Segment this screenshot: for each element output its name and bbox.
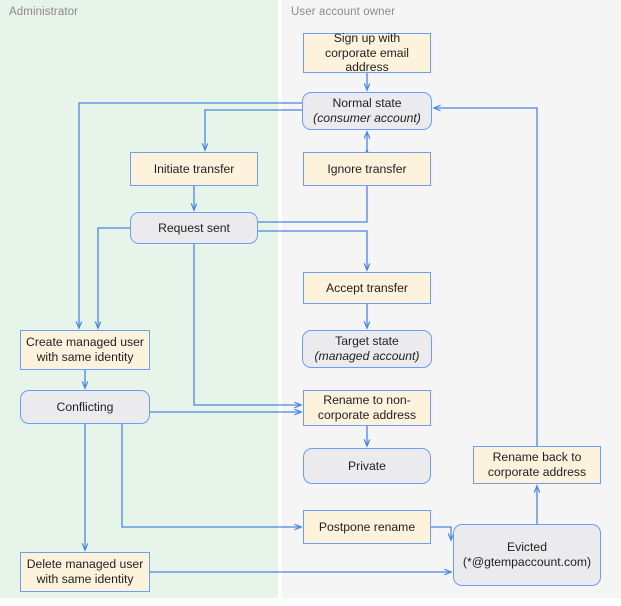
swimlane-label-user-account-owner: User account owner bbox=[291, 6, 396, 18]
swimlane-administrator: Administrator bbox=[0, 0, 278, 598]
node-label-evicted: Evicted bbox=[507, 540, 547, 555]
node-label-rename-back-to-corporate: Rename back to corporate address bbox=[487, 450, 587, 479]
node-label-accept-transfer: Accept transfer bbox=[326, 280, 408, 295]
node-sign-up[interactable]: Sign up with corporate email address bbox=[303, 30, 431, 75]
node-label-ignore-transfer: Ignore transfer bbox=[327, 161, 407, 176]
node-delete-managed-user[interactable]: Delete managed user with same identity bbox=[20, 552, 150, 592]
node-sublabel-target-state: (managed account) bbox=[314, 349, 420, 363]
node-postpone-rename[interactable]: Postpone rename bbox=[303, 510, 431, 544]
node-accept-transfer[interactable]: Accept transfer bbox=[303, 272, 431, 304]
node-rename-back-to-corporate[interactable]: Rename back to corporate address bbox=[473, 446, 601, 484]
node-create-managed-user[interactable]: Create managed user with same identity bbox=[20, 330, 150, 370]
node-ignore-transfer[interactable]: Ignore transfer bbox=[303, 152, 431, 186]
node-rename-to-non-corporate[interactable]: Rename to non-corporate address bbox=[303, 390, 431, 426]
node-request-sent[interactable]: Request sent bbox=[130, 212, 258, 244]
node-label-create-managed-user: Create managed user with same identity bbox=[26, 335, 144, 364]
node-conflicting[interactable]: Conflicting bbox=[20, 390, 150, 424]
node-evicted[interactable]: Evicted (*@gtempaccount.com) bbox=[453, 524, 601, 586]
node-sublabel-evicted: (*@gtempaccount.com) bbox=[462, 555, 592, 569]
swimlane-label-administrator: Administrator bbox=[9, 6, 79, 18]
node-target-state[interactable]: Target state (managed account) bbox=[302, 330, 432, 368]
node-sublabel-normal-state: (consumer account) bbox=[313, 111, 421, 125]
node-label-normal-state: Normal state bbox=[332, 96, 402, 111]
node-label-postpone-rename: Postpone rename bbox=[318, 519, 416, 534]
node-label-request-sent: Request sent bbox=[158, 220, 230, 235]
node-label-target-state: Target state bbox=[335, 334, 399, 349]
node-normal-state[interactable]: Normal state (consumer account) bbox=[302, 92, 432, 130]
node-label-delete-managed-user: Delete managed user with same identity bbox=[26, 557, 144, 586]
node-private[interactable]: Private bbox=[303, 448, 431, 484]
node-label-conflicting: Conflicting bbox=[56, 399, 114, 414]
node-initiate-transfer[interactable]: Initiate transfer bbox=[130, 152, 258, 186]
node-label-initiate-transfer: Initiate transfer bbox=[153, 161, 235, 176]
node-label-rename-to-non-corporate: Rename to non-corporate address bbox=[317, 393, 417, 422]
node-label-sign-up: Sign up with corporate email address bbox=[325, 30, 409, 75]
node-label-private: Private bbox=[348, 458, 386, 473]
